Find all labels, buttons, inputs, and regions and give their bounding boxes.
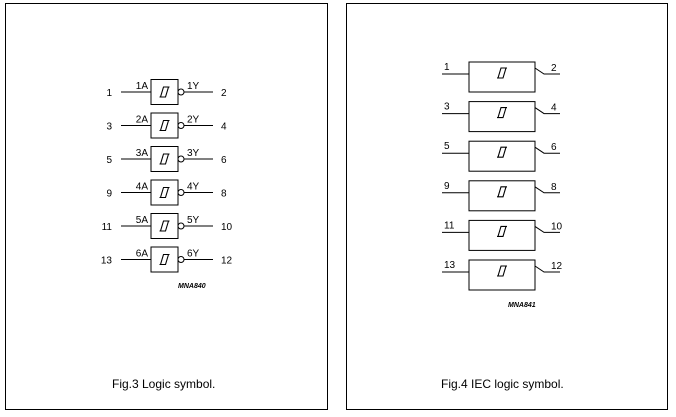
logic-gate: 13 6A 6Y 12	[101, 246, 233, 273]
input-pin-number: 3	[444, 102, 450, 113]
input-pin-number: 11	[444, 220, 455, 231]
hysteresis-icon	[159, 186, 170, 199]
logic-gate: 3 2A 2Y 4	[106, 112, 227, 139]
hysteresis-icon	[497, 146, 507, 158]
output-label: 5Y	[187, 215, 200, 226]
hysteresis-icon	[497, 107, 507, 119]
gate-box	[468, 101, 536, 133]
output-line	[534, 186, 560, 194]
output-pin-number: 10	[221, 222, 233, 233]
output-pin-number: 12	[551, 261, 563, 272]
input-pin-number: 5	[106, 155, 112, 166]
figure-4-caption: Fig.4 IEC logic symbol.	[441, 377, 564, 391]
drawing-code: MNA840	[178, 283, 206, 290]
output-line	[534, 146, 560, 154]
output-line	[534, 265, 560, 273]
gate-box	[468, 259, 536, 291]
hysteresis-icon	[159, 86, 170, 98]
output-pin-number: 8	[551, 182, 557, 193]
gate-box	[468, 140, 536, 172]
inversion-bubble	[177, 222, 185, 230]
gate-box	[150, 213, 179, 239]
logic-symbol-diagram: 1 1A 1Y 2 3 2A 2Y 4 5 3A 3Y 6 9 4A 4Y 8 11 5A 5Y 10 13 6A 6Y 12…	[101, 79, 233, 290]
iec-gate: 11 10	[442, 219, 563, 251]
output-label: 4Y	[187, 182, 200, 193]
gate-box	[150, 112, 179, 139]
output-pin-number: 2	[221, 88, 227, 99]
hysteresis-icon	[497, 225, 507, 237]
gate-box	[150, 246, 179, 273]
output-line	[534, 107, 560, 115]
input-label: 4A	[136, 182, 149, 193]
output-pin-number: 4	[221, 122, 227, 133]
input-pin-number: 9	[444, 181, 450, 192]
gate-box	[468, 61, 536, 93]
inversion-bubble	[177, 122, 185, 129]
inversion-bubble	[177, 88, 185, 96]
input-pin-number: 11	[102, 222, 113, 233]
output-pin-number: 12	[221, 256, 233, 267]
logic-gate: 9 4A 4Y 8	[106, 179, 227, 206]
input-pin-number: 3	[106, 122, 112, 133]
output-label: 3Y	[187, 148, 200, 159]
output-pin-number: 4	[551, 103, 557, 114]
hysteresis-icon	[159, 253, 170, 266]
gate-box	[468, 219, 536, 251]
gate-box	[150, 79, 179, 105]
input-label: 5A	[136, 215, 149, 226]
iec-gate: 13 12	[442, 259, 563, 291]
output-pin-number: 8	[221, 189, 227, 200]
input-label: 3A	[136, 148, 149, 159]
input-pin-number: 13	[101, 256, 113, 267]
figure-3-caption: Fig.3 Logic symbol.	[112, 377, 216, 391]
output-label: 6Y	[187, 249, 200, 260]
output-pin-number: 10	[551, 221, 563, 232]
gate-box	[468, 180, 536, 212]
input-pin-number: 1	[444, 62, 450, 73]
hysteresis-icon	[159, 119, 170, 132]
hysteresis-icon	[497, 186, 507, 198]
input-pin-number: 13	[444, 260, 456, 271]
output-pin-number: 6	[221, 155, 227, 166]
gate-box	[150, 179, 179, 206]
logic-gate: 5 3A 3Y 6	[106, 146, 227, 172]
logic-gate: 11 5A 5Y 10	[102, 213, 233, 239]
inversion-bubble	[177, 256, 185, 263]
hysteresis-icon	[159, 220, 170, 232]
logic-gate: 1 1A 1Y 2	[106, 79, 227, 105]
drawing-code: MNA841	[508, 302, 536, 309]
inversion-bubble	[177, 155, 185, 163]
output-line	[534, 225, 560, 233]
input-label: 2A	[136, 115, 149, 126]
hysteresis-icon	[497, 67, 507, 79]
input-pin-number: 1	[106, 88, 112, 99]
input-label: 1A	[136, 81, 149, 92]
output-pin-number: 2	[551, 63, 557, 74]
output-pin-number: 6	[551, 142, 557, 153]
input-label: 6A	[136, 249, 149, 260]
hysteresis-icon	[159, 153, 170, 165]
input-pin-number: 9	[106, 189, 112, 200]
output-label: 1Y	[187, 81, 200, 92]
output-line	[534, 67, 560, 75]
hysteresis-icon	[497, 265, 507, 277]
output-label: 2Y	[187, 115, 200, 126]
inversion-bubble	[177, 189, 185, 196]
figure-3-panel: 1 1A 1Y 2 3 2A 2Y 4 5 3A 3Y 6 9 4A 4Y 8 11 5A 5Y 10 13 6A 6Y 12…	[5, 3, 328, 410]
gate-box	[150, 146, 179, 172]
input-pin-number: 5	[444, 141, 450, 152]
